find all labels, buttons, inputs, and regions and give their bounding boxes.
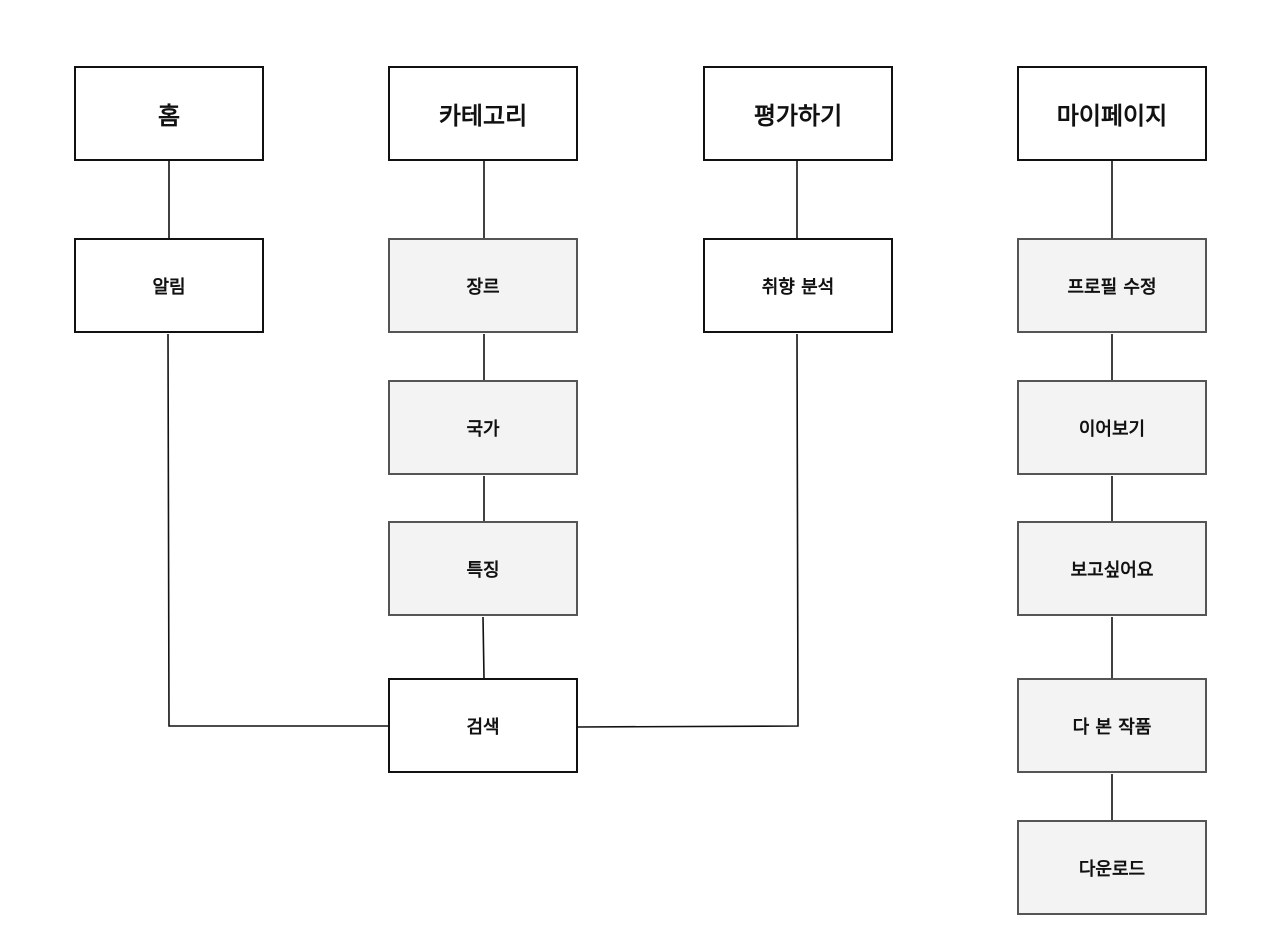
node-edit-profile-label: 프로필 수정 <box>1067 276 1157 298</box>
edge-taste-search <box>577 333 799 728</box>
edge-feature-search <box>482 616 485 679</box>
node-category: 카테고리 <box>388 66 578 161</box>
node-continue-watching-label: 이어보기 <box>1078 418 1146 440</box>
node-feature-label: 특징 <box>466 559 500 581</box>
node-want-to-watch: 보고싶어요 <box>1017 521 1207 616</box>
node-edit-profile: 프로필 수정 <box>1017 238 1207 333</box>
node-mypage-label: 마이페이지 <box>1056 102 1168 130</box>
node-continue-watching: 이어보기 <box>1017 380 1207 475</box>
node-watched-label: 다 본 작품 <box>1072 716 1152 738</box>
node-home: 홈 <box>74 66 264 161</box>
node-download-label: 다운로드 <box>1078 858 1146 880</box>
node-home-label: 홈 <box>157 102 181 130</box>
node-download: 다운로드 <box>1017 820 1207 915</box>
node-watched: 다 본 작품 <box>1017 678 1207 773</box>
node-genre-label: 장르 <box>466 276 500 298</box>
node-want-to-watch-label: 보고싶어요 <box>1070 559 1154 581</box>
node-country-label: 국가 <box>466 418 500 440</box>
edge-notification-search <box>167 333 388 727</box>
node-category-label: 카테고리 <box>438 102 528 130</box>
node-search: 검색 <box>388 678 578 773</box>
node-taste-analysis-label: 취향 분석 <box>761 276 835 298</box>
node-search-label: 검색 <box>466 716 500 738</box>
node-notification-label: 알림 <box>152 276 186 298</box>
node-taste-analysis: 취향 분석 <box>703 238 893 333</box>
node-genre: 장르 <box>388 238 578 333</box>
node-mypage: 마이페이지 <box>1017 66 1207 161</box>
node-rating-label: 평가하기 <box>753 102 843 130</box>
node-notification: 알림 <box>74 238 264 333</box>
node-rating: 평가하기 <box>703 66 893 161</box>
node-feature: 특징 <box>388 521 578 616</box>
node-country: 국가 <box>388 380 578 475</box>
